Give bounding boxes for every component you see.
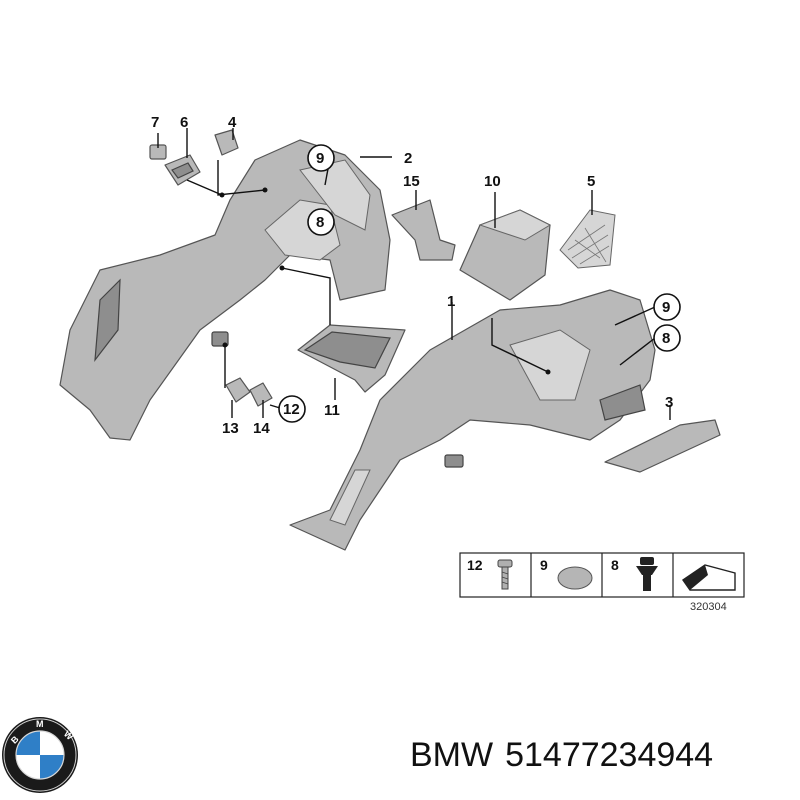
callout-9: 9 bbox=[316, 150, 324, 167]
bmw-logo: B M W bbox=[2, 717, 78, 793]
callout-9-circle bbox=[307, 144, 335, 172]
callout-6: 6 bbox=[180, 114, 188, 131]
callout-4: 4 bbox=[228, 114, 237, 131]
callout-8b-circle bbox=[653, 324, 681, 352]
callout-12: 12 bbox=[283, 401, 300, 418]
callout-14: 14 bbox=[253, 420, 270, 437]
part-5 bbox=[559, 209, 616, 269]
clip-icon bbox=[636, 557, 658, 591]
callout-13: 13 bbox=[222, 420, 239, 437]
leader-lines bbox=[157, 128, 671, 420]
callout-8b: 8 bbox=[662, 330, 670, 347]
part-15 bbox=[391, 199, 456, 261]
part-3 bbox=[604, 419, 721, 473]
callout-1: 1 bbox=[447, 293, 455, 310]
legend-12: 12 bbox=[467, 557, 483, 573]
part-13 bbox=[225, 377, 251, 403]
callout-9b-circle bbox=[653, 293, 681, 321]
callout-11: 11 bbox=[324, 402, 340, 419]
part-caption: BMW 51477234944 bbox=[410, 736, 725, 775]
callout-9b: 9 bbox=[662, 299, 670, 316]
svg-text:M: M bbox=[36, 719, 44, 729]
left-side-trim-panel bbox=[59, 139, 391, 441]
callout-8: 8 bbox=[316, 214, 324, 231]
part-11 bbox=[297, 324, 406, 393]
callout-3: 3 bbox=[665, 394, 673, 411]
callout-5: 5 bbox=[587, 173, 595, 190]
legend-8: 8 bbox=[611, 557, 619, 573]
parts-7-6-4 bbox=[149, 129, 239, 186]
callout-7: 7 bbox=[151, 114, 159, 131]
callout-8-circle bbox=[307, 208, 335, 236]
brand-name: BMW bbox=[410, 736, 494, 774]
part-14 bbox=[249, 382, 273, 407]
callout-12-circle bbox=[278, 395, 306, 423]
callout-10: 10 bbox=[484, 173, 501, 190]
part-number: 51477234944 bbox=[505, 736, 714, 774]
right-side-trim-panel bbox=[289, 289, 656, 551]
callout-labels: 7 6 4 9 2 15 10 5 8 1 9 8 3 11 13 14 12 bbox=[151, 114, 681, 437]
document-id: 320304 bbox=[690, 601, 727, 613]
part-4 bbox=[214, 129, 239, 156]
part-10 bbox=[459, 209, 552, 301]
legend-9: 9 bbox=[540, 557, 548, 573]
parts-13-14 bbox=[225, 377, 273, 407]
cap-icon bbox=[557, 566, 593, 590]
fastener-legend: 12 9 8 320304 bbox=[459, 552, 745, 613]
arrow-icon bbox=[682, 564, 736, 591]
callout-2: 2 bbox=[404, 150, 412, 167]
screw-icon bbox=[497, 559, 513, 590]
callout-15: 15 bbox=[403, 173, 420, 190]
